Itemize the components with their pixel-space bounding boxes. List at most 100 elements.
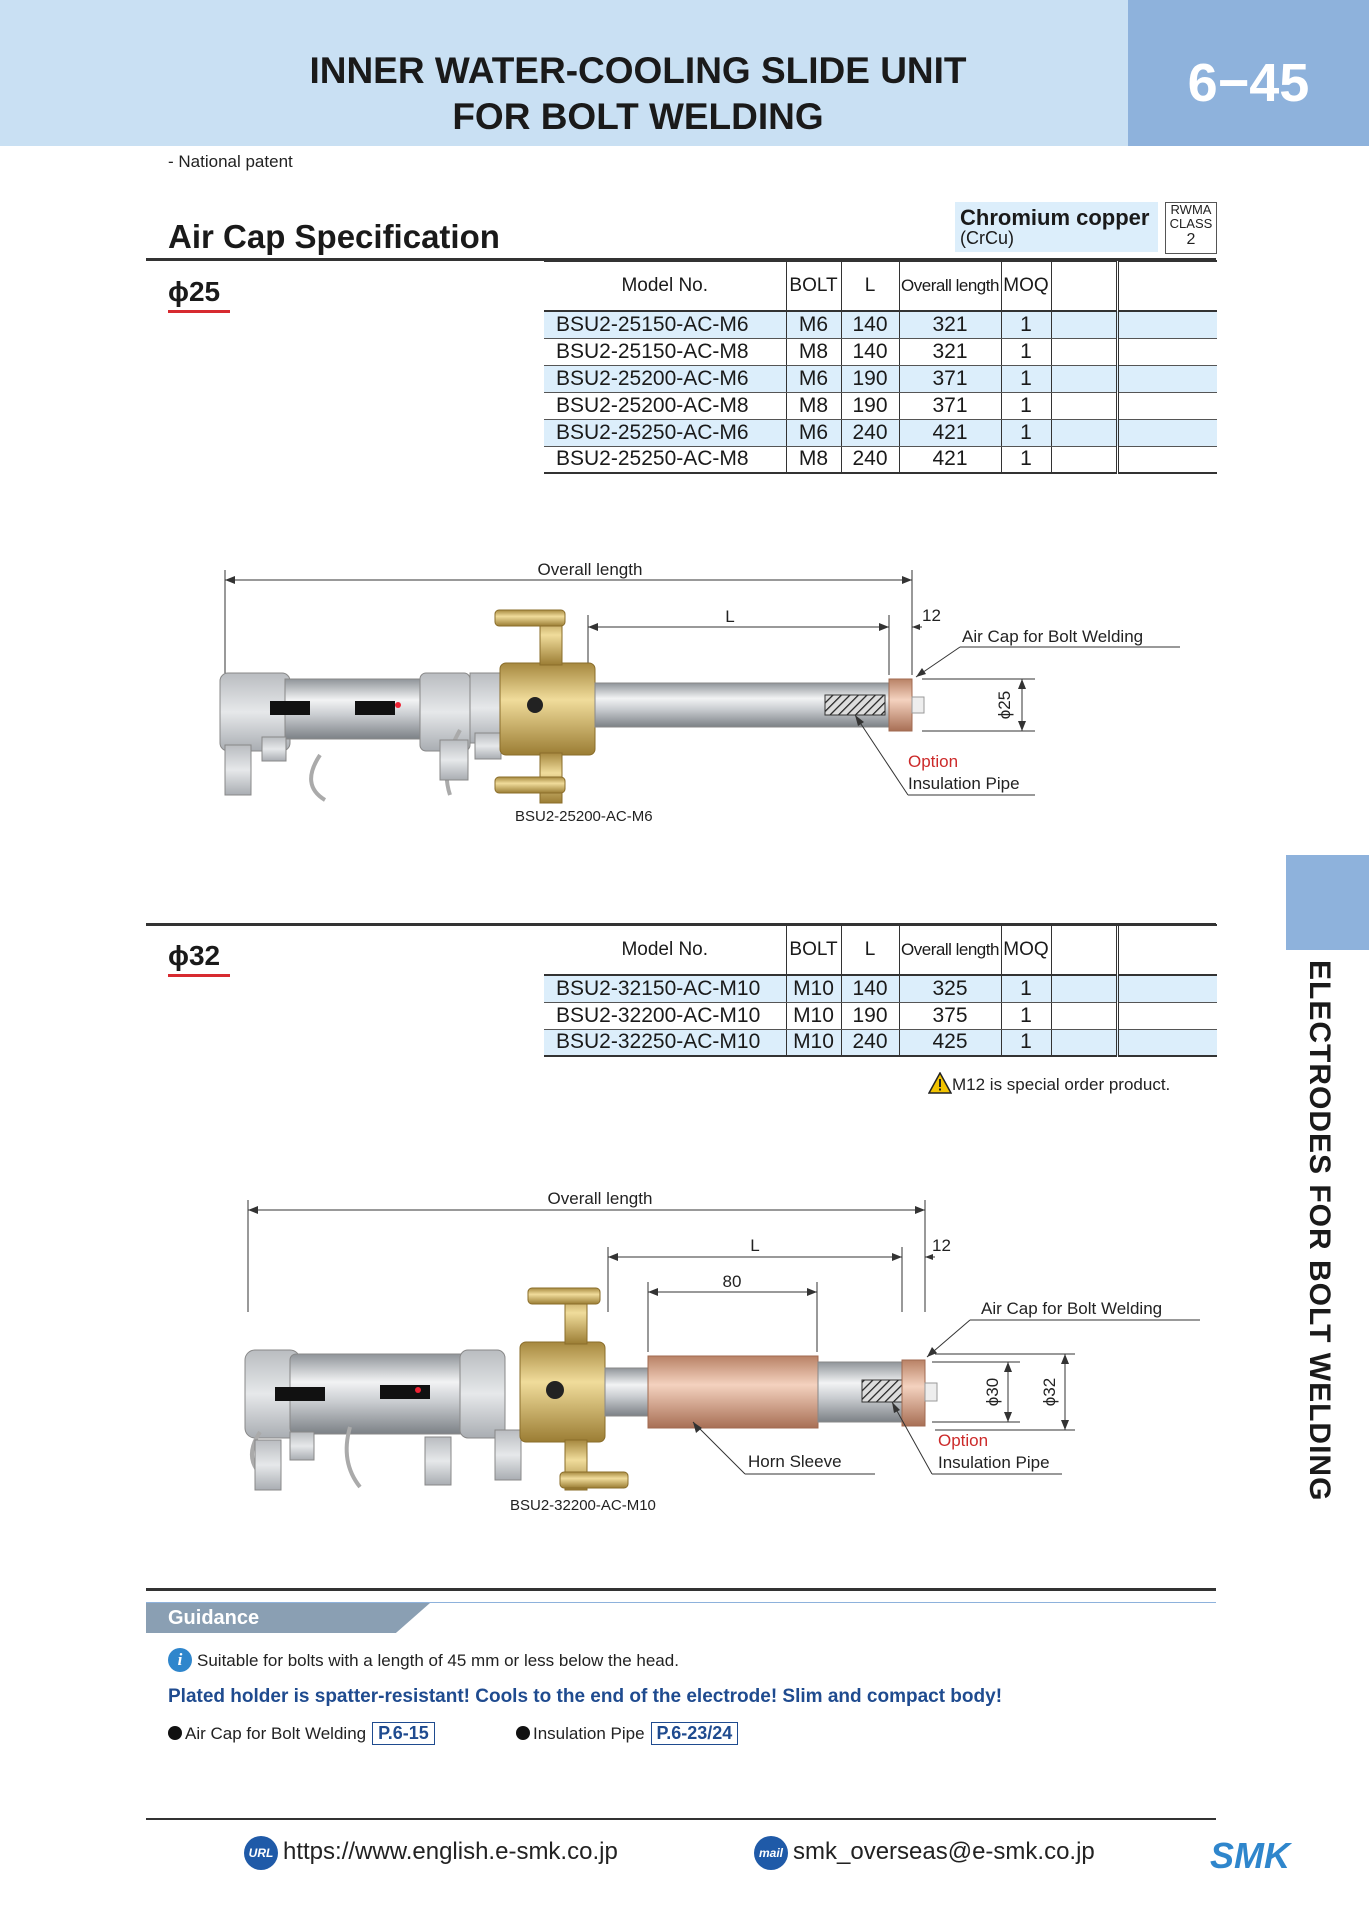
cell-blank [1115,1029,1217,1057]
cell-blank [1050,975,1117,1003]
page-title-line2: FOR BOLT WELDING [452,96,824,137]
cell-bolt: M8 [785,446,841,474]
cell-blank [1050,311,1117,339]
footer-divider [146,1818,1216,1820]
col-moq: MOQ [1000,260,1051,312]
col-blank [1115,924,1217,976]
diameter-32-dim: ϕ32 [1040,1378,1059,1406]
cell-model: BSU2-25150-AC-M6 [544,311,786,339]
col-overall: Overall length [898,924,1001,976]
cell-bolt: M6 [785,419,841,447]
drawing-32: Overall length L 12 80 ϕ30 ϕ32 Air Cap f… [244,1189,1200,1491]
ref-air-cap-label: Air Cap for Bolt Welding [185,1724,367,1743]
option-label: Option [938,1431,988,1450]
diameter-32-underline [168,974,230,977]
cell-l: 190 [840,392,899,420]
material-box [955,202,1158,252]
smk-logo: SMK [1210,1836,1293,1874]
guidance-tab [146,1603,430,1633]
cell-overall: 325 [898,975,1001,1003]
cell-bolt: M8 [785,392,841,420]
cell-model: BSU2-25200-AC-M6 [544,365,786,393]
side-tab [1286,855,1369,950]
ref-insulation-pipe-page-link[interactable]: P.6-23/24 [650,1722,739,1745]
cell-blank [1115,1002,1217,1030]
col-model: Model No. [544,260,786,312]
col-l: L [840,924,899,976]
cell-moq: 1 [1000,392,1051,420]
tip-length-label: 12 [922,606,941,625]
cell-blank [1050,338,1117,366]
bullet-icon [168,1726,182,1740]
diameter-25-underline [168,310,230,313]
option-label: Option [908,752,958,771]
cell-blank [1050,446,1117,474]
ref-air-cap-page-link[interactable]: P.6-15 [372,1722,435,1745]
diameter-25-heading: ϕ25 [168,276,221,307]
rwma-label: RWMA [1170,202,1212,217]
page-title-line1: INNER WATER-COOLING SLIDE UNIT [309,50,967,91]
cell-l: 140 [840,311,899,339]
guidance-highlight: Plated holder is spatter-resistant! Cool… [168,1686,1003,1707]
material-name: Chromium copper [960,205,1150,230]
website-link[interactable]: https://www.english.e-smk.co.jp [283,1838,618,1865]
col-overall: Overall length [898,260,1001,312]
special-order-text: M12 is special order product. [952,1075,1171,1094]
cell-overall: 321 [898,311,1001,339]
page-number-box [1128,0,1369,146]
guidance-label: Guidance [168,1607,260,1629]
col-l: L [840,260,899,312]
col-bolt: BOLT [785,260,841,312]
cell-blank [1115,446,1217,474]
horn-sleeve-label: Horn Sleeve [748,1452,842,1471]
cell-blank [1115,419,1217,447]
diameter-30-dim: ϕ30 [983,1378,1002,1406]
overall-length-label: Overall length [548,1189,653,1208]
cell-moq: 1 [1000,446,1051,474]
bullet-icon [516,1726,530,1740]
cell-blank [1115,392,1217,420]
cell-model: BSU2-32250-AC-M10 [544,1029,786,1057]
cell-l: 140 [840,338,899,366]
cell-l: 140 [840,975,899,1003]
rwma-class-box: RWMA CLASS 2 [1165,202,1217,254]
cell-moq: 1 [1000,1029,1051,1057]
col-model: Model No. [544,924,786,976]
guidance-divider [146,1588,1216,1591]
cell-overall: 371 [898,365,1001,393]
cell-l: 240 [840,419,899,447]
ref-insulation-pipe: Insulation Pipe P.6-23/24 [516,1722,739,1745]
col-moq: MOQ [1000,924,1051,976]
cell-blank [1050,419,1117,447]
cell-l: 190 [840,365,899,393]
email-link[interactable]: smk_overseas@e-smk.co.jp [793,1838,1095,1865]
diameter-32-heading: ϕ32 [168,940,221,971]
col-blank [1050,260,1117,312]
l-label: L [725,607,734,626]
overall-length-label: Overall length [538,560,643,579]
ref-insulation-pipe-label: Insulation Pipe [533,1724,645,1743]
drawing-25-caption: BSU2-25200-AC-M6 [515,808,653,825]
rwma-class-label: CLASS [1169,216,1213,231]
col-blank [1050,924,1117,976]
cell-moq: 1 [1000,365,1051,393]
section-title: Air Cap Specification [168,218,500,255]
l-label: L [750,1236,759,1255]
cell-l: 190 [840,1002,899,1030]
cell-bolt: M10 [785,975,841,1003]
info-icon: i [168,1648,192,1672]
cell-l: 240 [840,1029,899,1057]
cell-overall: 371 [898,392,1001,420]
cell-overall: 421 [898,419,1001,447]
guidance-subrule [146,1602,1216,1603]
col-bolt: BOLT [785,924,841,976]
tip-length-label: 12 [932,1236,951,1255]
cell-blank [1115,338,1217,366]
